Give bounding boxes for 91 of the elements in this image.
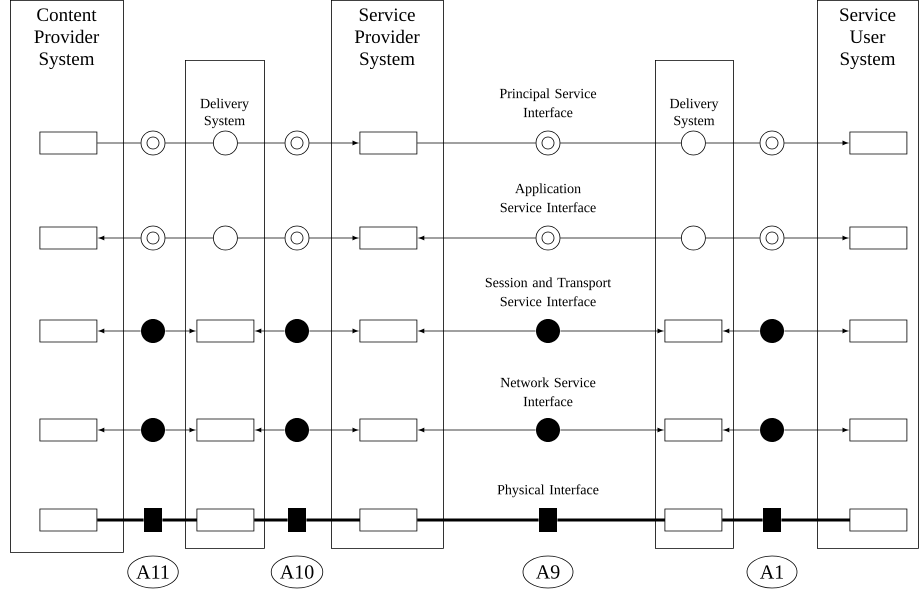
arrow bbox=[256, 328, 285, 334]
connector-line bbox=[237, 142, 285, 144]
double-circle bbox=[140, 130, 166, 156]
arrow bbox=[309, 236, 358, 240]
filled-circle bbox=[760, 318, 784, 343]
interface-label: Principal Service Interface bbox=[500, 88, 596, 118]
double-circle bbox=[140, 226, 166, 250]
arrow bbox=[724, 328, 760, 334]
interface-circle bbox=[681, 226, 706, 250]
filled-circle bbox=[536, 418, 560, 442]
arrow bbox=[418, 328, 536, 334]
interface-label: Session and Transport Service Interface bbox=[486, 277, 612, 306]
connector-line bbox=[162, 518, 196, 522]
filled-circle bbox=[285, 318, 309, 343]
double-circle bbox=[536, 130, 560, 156]
interface-circle bbox=[213, 130, 238, 156]
arrow bbox=[724, 428, 760, 432]
component-box bbox=[850, 508, 908, 532]
component-box bbox=[40, 132, 98, 154]
connector-line bbox=[560, 142, 682, 144]
arrow bbox=[784, 236, 848, 240]
component-box bbox=[664, 418, 722, 442]
filled-circle bbox=[141, 418, 165, 442]
arrow bbox=[784, 140, 848, 146]
component-box bbox=[850, 320, 908, 342]
filled-square bbox=[763, 508, 781, 532]
double-circle bbox=[760, 130, 784, 156]
component-box bbox=[40, 418, 98, 442]
component-box bbox=[196, 508, 254, 532]
component-box bbox=[360, 132, 418, 154]
component-box bbox=[196, 320, 254, 342]
double-circle bbox=[284, 130, 310, 156]
interface-label: Network Service Interface bbox=[500, 377, 596, 406]
arrow bbox=[560, 328, 664, 334]
arrow bbox=[165, 328, 196, 334]
component-box bbox=[360, 418, 418, 442]
component-box bbox=[360, 226, 418, 250]
component-box bbox=[40, 320, 98, 342]
arrow bbox=[784, 428, 848, 432]
connector-line bbox=[722, 518, 763, 522]
system-band: Delivery System bbox=[185, 60, 265, 549]
component-box bbox=[360, 508, 418, 532]
component-box bbox=[664, 320, 722, 342]
arrow bbox=[98, 328, 142, 334]
arrow bbox=[98, 428, 142, 432]
arrow bbox=[309, 328, 358, 334]
double-circle bbox=[284, 226, 310, 250]
component-box bbox=[664, 508, 722, 532]
filled-circle bbox=[141, 318, 165, 343]
connector-line bbox=[781, 518, 850, 522]
connector-line bbox=[306, 518, 360, 522]
component-box bbox=[360, 320, 418, 342]
connector-line bbox=[557, 518, 664, 522]
filled-square bbox=[144, 508, 162, 532]
interface-label: Physical Interface bbox=[498, 484, 598, 498]
filled-square bbox=[288, 508, 306, 532]
filled-circle bbox=[760, 418, 784, 442]
system-band: Service Provider System bbox=[331, 0, 444, 549]
arrow bbox=[256, 428, 285, 432]
double-circle bbox=[760, 226, 784, 250]
component-box bbox=[850, 226, 908, 250]
interface-label: Application Service Interface bbox=[500, 183, 596, 212]
system-band: Delivery System bbox=[655, 60, 734, 549]
filled-square bbox=[539, 508, 557, 532]
system-band: Service User System bbox=[817, 0, 919, 549]
double-circle bbox=[536, 226, 560, 250]
component-box bbox=[40, 226, 98, 250]
connector-line bbox=[705, 142, 760, 144]
arrow bbox=[560, 428, 664, 432]
filled-circle bbox=[285, 418, 309, 442]
component-box bbox=[850, 132, 908, 154]
arrow bbox=[165, 428, 196, 432]
interface-circle bbox=[681, 130, 706, 156]
arrow bbox=[309, 140, 358, 146]
arrow bbox=[309, 428, 358, 432]
arrow bbox=[418, 428, 536, 432]
connector-line bbox=[96, 142, 142, 144]
connector-line bbox=[417, 518, 539, 522]
component-box bbox=[196, 418, 254, 442]
connector-line bbox=[416, 142, 536, 144]
arrow bbox=[98, 236, 142, 240]
arrow bbox=[784, 328, 848, 334]
interface-circle bbox=[213, 226, 238, 250]
component-box bbox=[40, 508, 98, 532]
filled-circle bbox=[536, 318, 560, 343]
arrow bbox=[418, 236, 536, 240]
component-box bbox=[850, 418, 908, 442]
system-band: Content Provider System bbox=[10, 0, 124, 553]
connector-line bbox=[254, 518, 288, 522]
connector-line bbox=[165, 142, 214, 144]
connector-line bbox=[97, 518, 144, 522]
